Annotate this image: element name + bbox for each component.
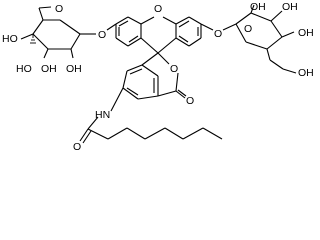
atom-o-lactone-ring: O [170, 63, 178, 75]
atom-o-right-link: O [214, 28, 222, 40]
atom-labels: HO O HO OH OH O O O O OH OH OH OH O O HN… [2, 1, 314, 150]
atom-o-left-ring: O [55, 3, 63, 15]
atom-oh-right-bottom: OH [298, 67, 314, 79]
atom-ho-left-lower: HO [16, 63, 32, 75]
atom-o-left-link: O [98, 29, 106, 41]
hash-bond-left-c4 [30, 34, 36, 44]
bonds [20, 4, 297, 144]
atom-o-xanthene-bridge: O [154, 3, 162, 15]
atom-oh-left-lower-a: OH [41, 63, 57, 75]
atom-oh-right-side: OH [298, 27, 314, 39]
atom-o-right-ring: O [244, 23, 252, 35]
atom-ho-top-left: HO [2, 33, 18, 45]
atom-o-lactone-carbonyl: O [186, 95, 194, 107]
atom-hn-amide: HN [95, 109, 110, 121]
atom-o-amide-carbonyl: O [73, 141, 81, 150]
chemical-structure: HO O HO OH OH O O O O OH OH OH OH O O HN… [2, 1, 314, 150]
atom-oh-left-lower-b: OH [66, 63, 82, 75]
atom-oh-right-top-a: OH [250, 1, 266, 13]
atom-oh-right-top-b: OH [282, 1, 298, 13]
